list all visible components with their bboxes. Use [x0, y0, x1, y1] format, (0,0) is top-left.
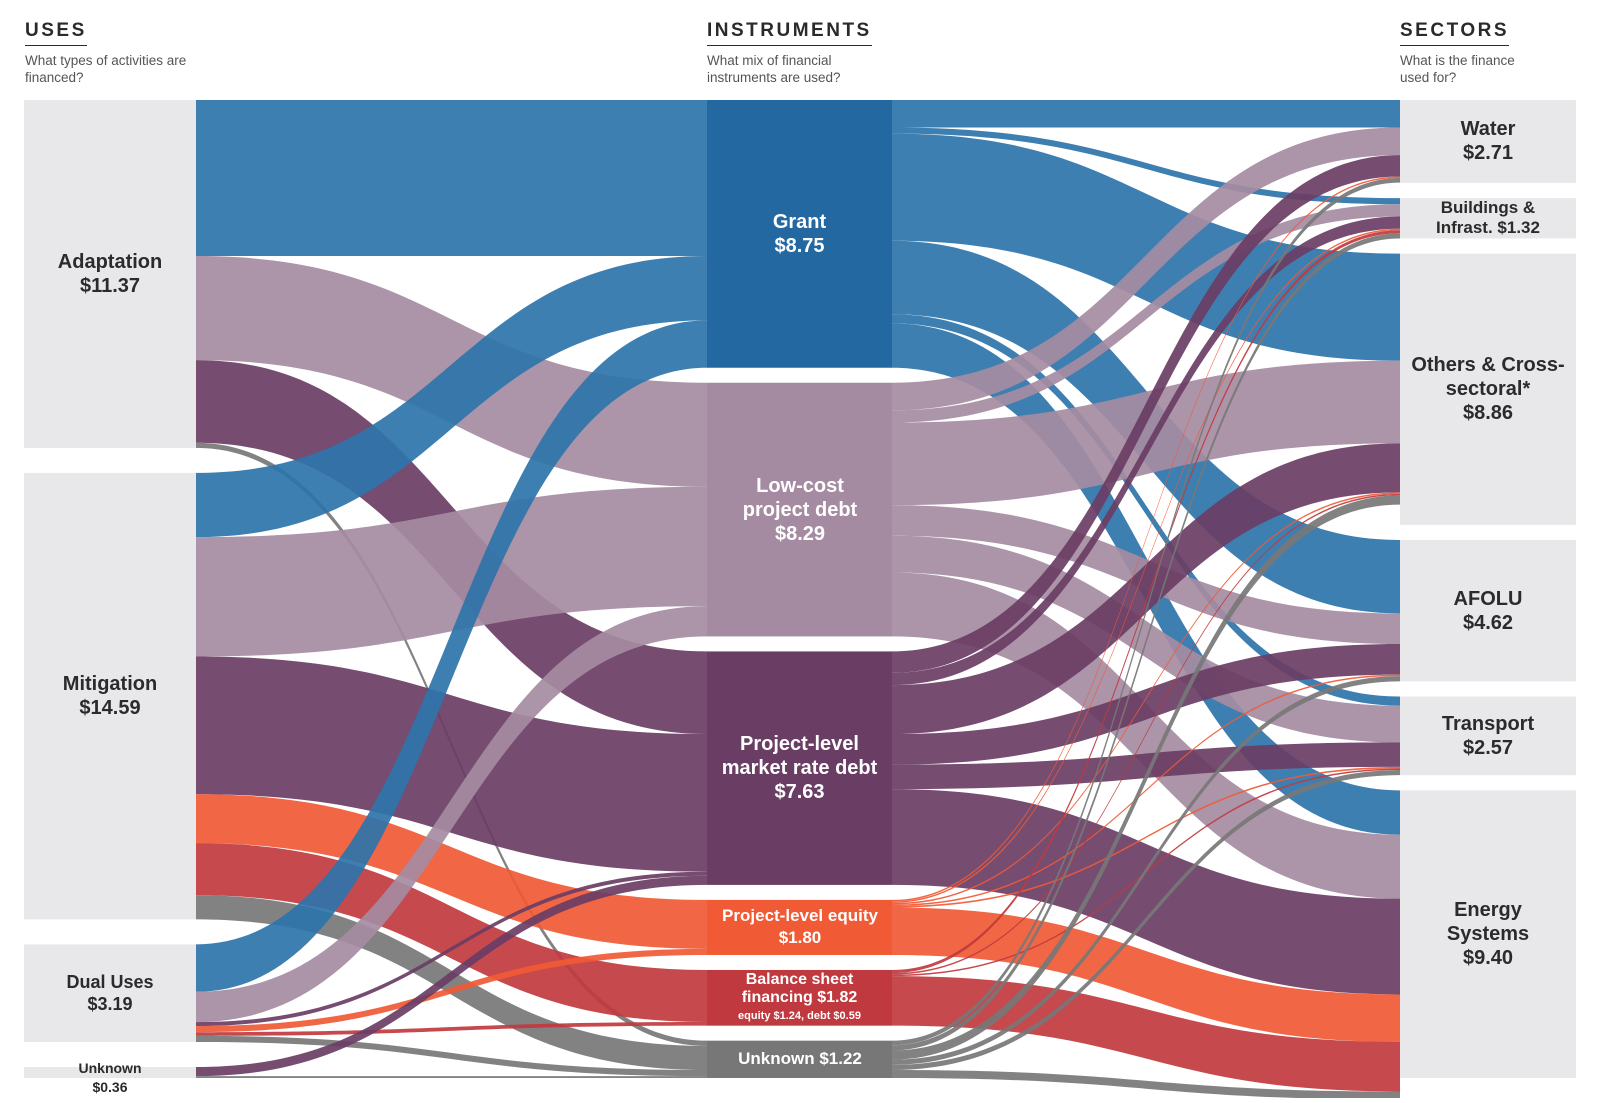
flow-market_debt-to-others: [892, 443, 1400, 735]
flow-grant-to-buildings: [892, 127, 1400, 205]
inst-label-unknown: Unknown $1.22: [738, 1049, 862, 1069]
flow-equity-to-energy: [892, 907, 1400, 1042]
sectors-title: SECTORS: [1400, 20, 1510, 46]
flow-low_cost_debt-to-energy: [892, 572, 1400, 899]
instrument-node-low_cost_debt: [707, 382, 892, 637]
instrument-node-unknown_inst: [707, 1040, 892, 1078]
flow-low_cost_debt-to-transport: [892, 535, 1400, 743]
sector-node-energy: [1400, 790, 1576, 1078]
sector-label-energy: Energy Systems $9.40: [1446, 899, 1530, 970]
instrument-node-equity: [707, 899, 892, 955]
flow-low_cost_debt-to-buildings: [892, 204, 1400, 423]
flow-dual-to-balance_sheet: [196, 1021, 707, 1036]
flow-market_debt-to-energy: [892, 789, 1400, 995]
flow-equity-to-water: [892, 176, 1400, 902]
use-node-dual: [24, 944, 196, 1042]
instruments-title: INSTRUMENTS: [707, 20, 872, 46]
flow-low_cost_debt-to-water: [892, 127, 1400, 411]
flow-adaptation-to-grant: [196, 100, 707, 257]
use-node-mitigation: [24, 472, 196, 920]
sector-label-others: Others & Cross-sectoral* $8.86: [1411, 354, 1565, 425]
flow-equity-to-transport: [892, 766, 1400, 908]
flow-dual-to-grant: [196, 320, 707, 992]
instrument-node-balance_sheet: [707, 969, 892, 1026]
flow-market_debt-to-buildings: [892, 216, 1400, 686]
uses-subtitle: What types of activities are financed?: [25, 53, 187, 85]
flow-grant-to-water: [892, 100, 1400, 128]
instrument-node-market_debt: [707, 651, 892, 885]
use-node-unknown_use: [24, 1066, 196, 1078]
sector-label-water: Water $2.71: [1460, 118, 1516, 165]
flow-unknown_inst-to-buildings: [892, 233, 1400, 1051]
instrument-node-grant: [707, 100, 892, 368]
sector-node-transport: [1400, 696, 1576, 776]
inst-label-grant: Grant $8.75: [772, 210, 827, 257]
sectors-subtitle: What is the finance used for?: [1400, 53, 1515, 85]
sectors-header: SECTORS What is the finance used for?: [1400, 20, 1540, 86]
flow-unknown_inst-to-water: [892, 178, 1400, 1046]
flow-mitigation-to-unknown_inst: [196, 895, 707, 1071]
flow-dual-to-unknown_inst: [196, 1035, 707, 1077]
flow-unknown_inst-to-others: [892, 495, 1400, 1060]
sector-node-afolu: [1400, 539, 1576, 682]
sector-label-transport: Transport $2.57: [1441, 712, 1535, 759]
flow-mitigation-to-low_cost_debt: [196, 486, 707, 657]
use-label-mitigation: Mitigation $14.59: [62, 673, 158, 720]
flow-unknown_use-to-market_debt: [196, 875, 707, 1077]
flow-balance_sheet-to-energy: [892, 976, 1400, 1092]
flow-market_debt-to-transport: [892, 742, 1400, 790]
use-label-adaptation: Adaptation $11.37: [57, 250, 163, 297]
flow-equity-to-afolu: [892, 674, 1400, 907]
flow-mitigation-to-market_debt: [196, 656, 707, 872]
flow-market_debt-to-afolu: [892, 644, 1400, 765]
flow-dual-to-low_cost_debt: [196, 606, 707, 1023]
flow-unknown_inst-to-afolu: [892, 676, 1400, 1065]
flow-unknown_inst-to-transport: [892, 769, 1400, 1071]
instruments-subtitle: What mix of financial instruments are us…: [707, 53, 841, 85]
sector-node-water: [1400, 100, 1576, 183]
sector-node-buildings: [1400, 198, 1576, 239]
flow-grant-to-transport: [892, 314, 1400, 706]
flow-dual-to-market_debt: [196, 871, 707, 1027]
uses-header: USES What types of activities are financ…: [25, 20, 200, 86]
use-node-adaptation: [24, 100, 196, 448]
flow-equity-to-buildings: [892, 228, 1400, 903]
flow-low_cost_debt-to-others: [892, 360, 1400, 506]
flow-balance_sheet-to-buildings: [892, 230, 1400, 974]
flow-unknown_use-to-unknown_inst: [196, 1076, 707, 1078]
uses-title: USES: [25, 20, 87, 46]
sector-label-afolu: AFOLU $4.62: [1453, 587, 1523, 634]
inst-label-market-debt: Project-level market rate debt $7.63: [721, 733, 878, 804]
flow-equity-to-others: [892, 492, 1400, 905]
flow-dual-to-equity: [196, 948, 707, 1033]
sector-node-others: [1400, 253, 1576, 525]
inst-label-equity: Project-level equity $1.80: [722, 906, 878, 948]
flow-market_debt-to-water: [892, 155, 1400, 673]
use-label-unknown: Unknown $0.36: [78, 1059, 142, 1095]
inst-label-balance-sheet: Balance sheet financing $1.82 equity $1.…: [738, 970, 861, 1022]
flow-mitigation-to-grant: [196, 256, 707, 538]
instruments-header: INSTRUMENTS What mix of financial instru…: [707, 20, 882, 86]
flow-balance_sheet-to-others: [892, 493, 1400, 975]
flow-unknown_inst-to-energy: [892, 1070, 1400, 1100]
use-label-dual: Dual Uses $3.19: [66, 972, 154, 1015]
flow-grant-to-others: [892, 133, 1400, 361]
flow-mitigation-to-equity: [196, 794, 707, 949]
inst-label-low-cost-debt: Low-cost project debt $8.29: [742, 474, 858, 545]
sector-label-buildings: Buildings & Infrast. $1.32: [1436, 198, 1540, 238]
